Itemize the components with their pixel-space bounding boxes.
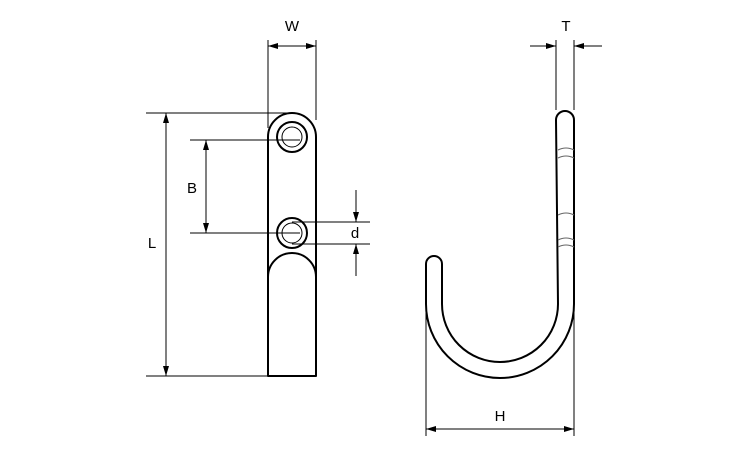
label-h: H xyxy=(495,408,506,425)
label-b: B xyxy=(187,180,197,197)
dimension-w: W xyxy=(267,18,317,128)
side-view xyxy=(425,110,575,379)
plate-outline xyxy=(267,112,317,377)
hook-outline xyxy=(425,110,575,379)
hook-hole-hint-3 xyxy=(557,212,575,216)
label-l: L xyxy=(148,235,156,252)
upper-hole-outer xyxy=(276,121,308,153)
hook-hole-hint-2 xyxy=(557,155,575,159)
upper-hole-inner xyxy=(281,126,303,148)
front-view xyxy=(267,112,317,377)
dimension-l: L xyxy=(146,112,292,377)
dimension-b: B xyxy=(187,139,300,234)
hook-hole-hint-1 xyxy=(557,147,575,151)
hook-hole-hint-5 xyxy=(557,244,575,248)
label-w: W xyxy=(285,18,300,35)
label-d: d xyxy=(351,225,359,242)
label-t: T xyxy=(561,18,570,35)
hook-hole-hint-4 xyxy=(557,237,575,241)
dimension-d: d xyxy=(292,190,370,276)
plate-groove xyxy=(267,252,317,278)
dimension-h: H xyxy=(425,310,575,436)
dimension-t: T xyxy=(530,18,602,110)
